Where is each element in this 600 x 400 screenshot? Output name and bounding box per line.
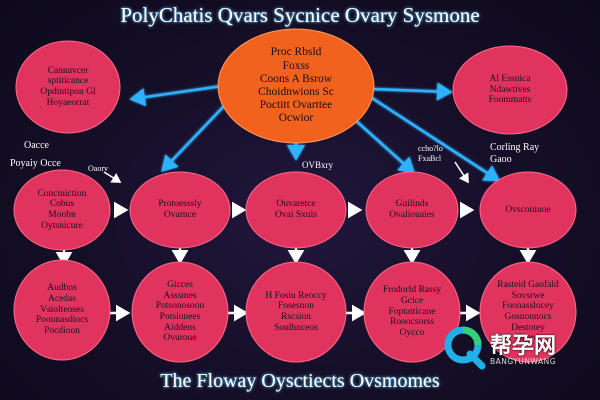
node-row2-2 bbox=[131, 261, 229, 363]
node-row2-5 bbox=[479, 261, 577, 363]
node-row1-5 bbox=[479, 171, 577, 249]
node-shapes bbox=[13, 28, 577, 363]
diagram-footer-title: The Floway Oysctiects Ovsmomes bbox=[160, 370, 440, 392]
watermark-text: 帮孕网 bbox=[490, 334, 557, 359]
node-row2-2-label: Gicces Asssmes Potsonosoon Potsionees Ai… bbox=[155, 280, 205, 344]
node-row1-4 bbox=[365, 171, 459, 249]
diagram-title: PolyChatis Qvars Sycnice Ovary Sysmone bbox=[120, 3, 480, 27]
node-row2-1-label: Audbns Acedas Vsiolteoses Poounasdiocs P… bbox=[35, 283, 89, 336]
node-row1-1 bbox=[13, 169, 111, 251]
node-top-right bbox=[452, 45, 568, 135]
node-top-right-label: Al Essnica Ndawtives Foommatts bbox=[488, 74, 532, 106]
arrow-side-right bbox=[454, 161, 469, 184]
node-row1-1-label: Conciniction Cobus Moobn Oytsnicure bbox=[37, 188, 87, 231]
node-row1-2 bbox=[129, 171, 231, 249]
node-row2-1 bbox=[13, 259, 111, 361]
node-row1-3 bbox=[245, 171, 347, 249]
node-row1-4-label: Guilinds Ovaliouaies bbox=[389, 199, 435, 220]
node-hub bbox=[217, 28, 375, 144]
node-top-left-label: Cannavcer sptiticance Opdintipon Gl Hoya… bbox=[40, 65, 96, 108]
arrow-hub-top-left bbox=[129, 75, 237, 107]
node-row2-4 bbox=[363, 261, 461, 363]
side-label-right-top: ccho?lo FxaBcl bbox=[418, 144, 443, 163]
node-row1-5-label: Ovsconiuoe bbox=[505, 204, 551, 215]
arrow-hub-node2 bbox=[161, 90, 240, 172]
side-label-center: OVBxry bbox=[302, 160, 333, 170]
arrow-hub-node5 bbox=[356, 83, 501, 182]
side-label-mid: Oaorv bbox=[88, 164, 108, 173]
node-row1-3-label: Ouvaretce Ovai Sxuis bbox=[275, 199, 317, 220]
side-label-left-a: Oacce bbox=[24, 140, 49, 151]
node-hub-label: Proc Rbsld Foxss Coons A Bsrow Choidnwio… bbox=[258, 46, 334, 125]
node-row2-5-label: Rasteid Gaofald Sovsrwe Foonasslocey Gos… bbox=[497, 280, 559, 344]
side-label-left-b: Poyaiy Occe bbox=[10, 158, 61, 169]
node-top-left bbox=[15, 40, 121, 134]
node-row2-3 bbox=[245, 261, 347, 363]
watermark-subtext: BANGYUNWANG bbox=[490, 357, 557, 366]
node-row1-2-label: Protoesssly Ovarnce bbox=[158, 199, 202, 220]
node-row2-4-label: Frodorld Rassy Gcice Foptatticane Rooocs… bbox=[382, 285, 442, 338]
watermark: 帮孕网 BANGYUNWANG bbox=[440, 324, 590, 372]
side-label-right: Corling Ray Gaoo bbox=[490, 142, 540, 165]
q-logo-icon bbox=[444, 326, 486, 370]
node-row2-3-label: H Fosiu Reoccy Fosesnon Rscsion Soulhnce… bbox=[265, 290, 327, 333]
arrow-side-mid bbox=[103, 171, 122, 183]
